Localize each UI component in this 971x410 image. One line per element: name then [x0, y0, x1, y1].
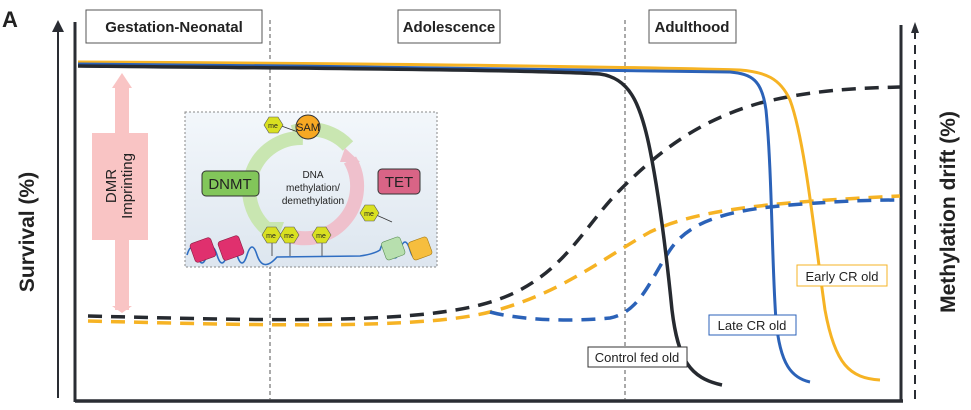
tet-label: TET — [385, 174, 413, 191]
svg-text:me: me — [268, 123, 278, 130]
tet-cycle-arrow — [287, 156, 365, 246]
svg-text:Gestation-Neonatal: Gestation-Neonatal — [105, 19, 243, 36]
methyl-group-icon: me — [359, 204, 393, 223]
svg-text:Late CR old: Late CR old — [718, 318, 787, 333]
sam-label: SAM — [296, 122, 320, 134]
methylation-cycle-inset: DNA methylation/ demethylation DNMT TET … — [184, 111, 438, 268]
label-late-cr-old: Late CR old — [708, 314, 797, 336]
stage-label-gestation: Gestation-Neonatal — [85, 9, 263, 44]
survival-control-fed-curve — [77, 64, 723, 387]
methylation-drift-late-cr-curve — [489, 198, 901, 322]
methylation-drift-control-curve — [87, 85, 901, 322]
label-early-cr-old: Early CR old — [796, 264, 888, 287]
plot-frame — [73, 22, 903, 403]
axis-arrowhead-icon — [52, 20, 64, 32]
imprinting-label: Imprinting — [119, 153, 136, 219]
stage-label-adolescence: Adolescence — [397, 9, 501, 44]
svg-text:me: me — [266, 233, 276, 240]
methyl-group-icon: me — [311, 226, 332, 256]
svg-text:Adulthood: Adulthood — [655, 19, 730, 36]
methylation-drift-early-cr-curve — [87, 194, 901, 327]
stage-label-adulthood: Adulthood — [648, 9, 737, 44]
axis-arrowhead-icon — [911, 22, 919, 33]
label-control-fed-old: Control fed old — [587, 346, 688, 368]
svg-text:Early CR old: Early CR old — [806, 269, 879, 284]
dmr-imprinting-arrow: DMR Imprinting — [92, 73, 148, 313]
svg-text:Control fed old: Control fed old — [595, 350, 680, 365]
dnmt-label: DNMT — [208, 176, 251, 193]
panel-label: A — [2, 7, 18, 32]
svg-text:Adolescence: Adolescence — [403, 19, 496, 36]
survival-axis — [52, 20, 64, 398]
svg-text:me: me — [284, 233, 294, 240]
svg-text:me: me — [316, 233, 326, 240]
arrowhead-up-icon — [112, 73, 132, 88]
inset-center-line1: DNA — [302, 170, 323, 181]
methyl-group-icon: me — [279, 226, 300, 256]
survival-early-cr-curve — [77, 60, 881, 382]
pink-arrowhead-icon — [340, 148, 360, 162]
dnmt-badge — [201, 170, 260, 197]
methylation-drift-axis — [911, 22, 919, 400]
arrowhead-down-icon — [112, 306, 132, 313]
methyl-group-icon: me — [263, 116, 284, 134]
svg-text:me: me — [364, 211, 374, 218]
inset-center-line2: methylation/ — [286, 183, 340, 194]
sam-molecule-icon — [295, 114, 321, 140]
methylation-axis-title: Methylation drift (%) — [937, 111, 960, 313]
inset-center-line3: demethylation — [282, 196, 344, 207]
nucleosome-icon — [189, 235, 433, 263]
dmr-label: DMR — [103, 169, 120, 203]
survival-axis-title: Survival (%) — [16, 172, 39, 292]
tet-badge — [377, 168, 421, 195]
